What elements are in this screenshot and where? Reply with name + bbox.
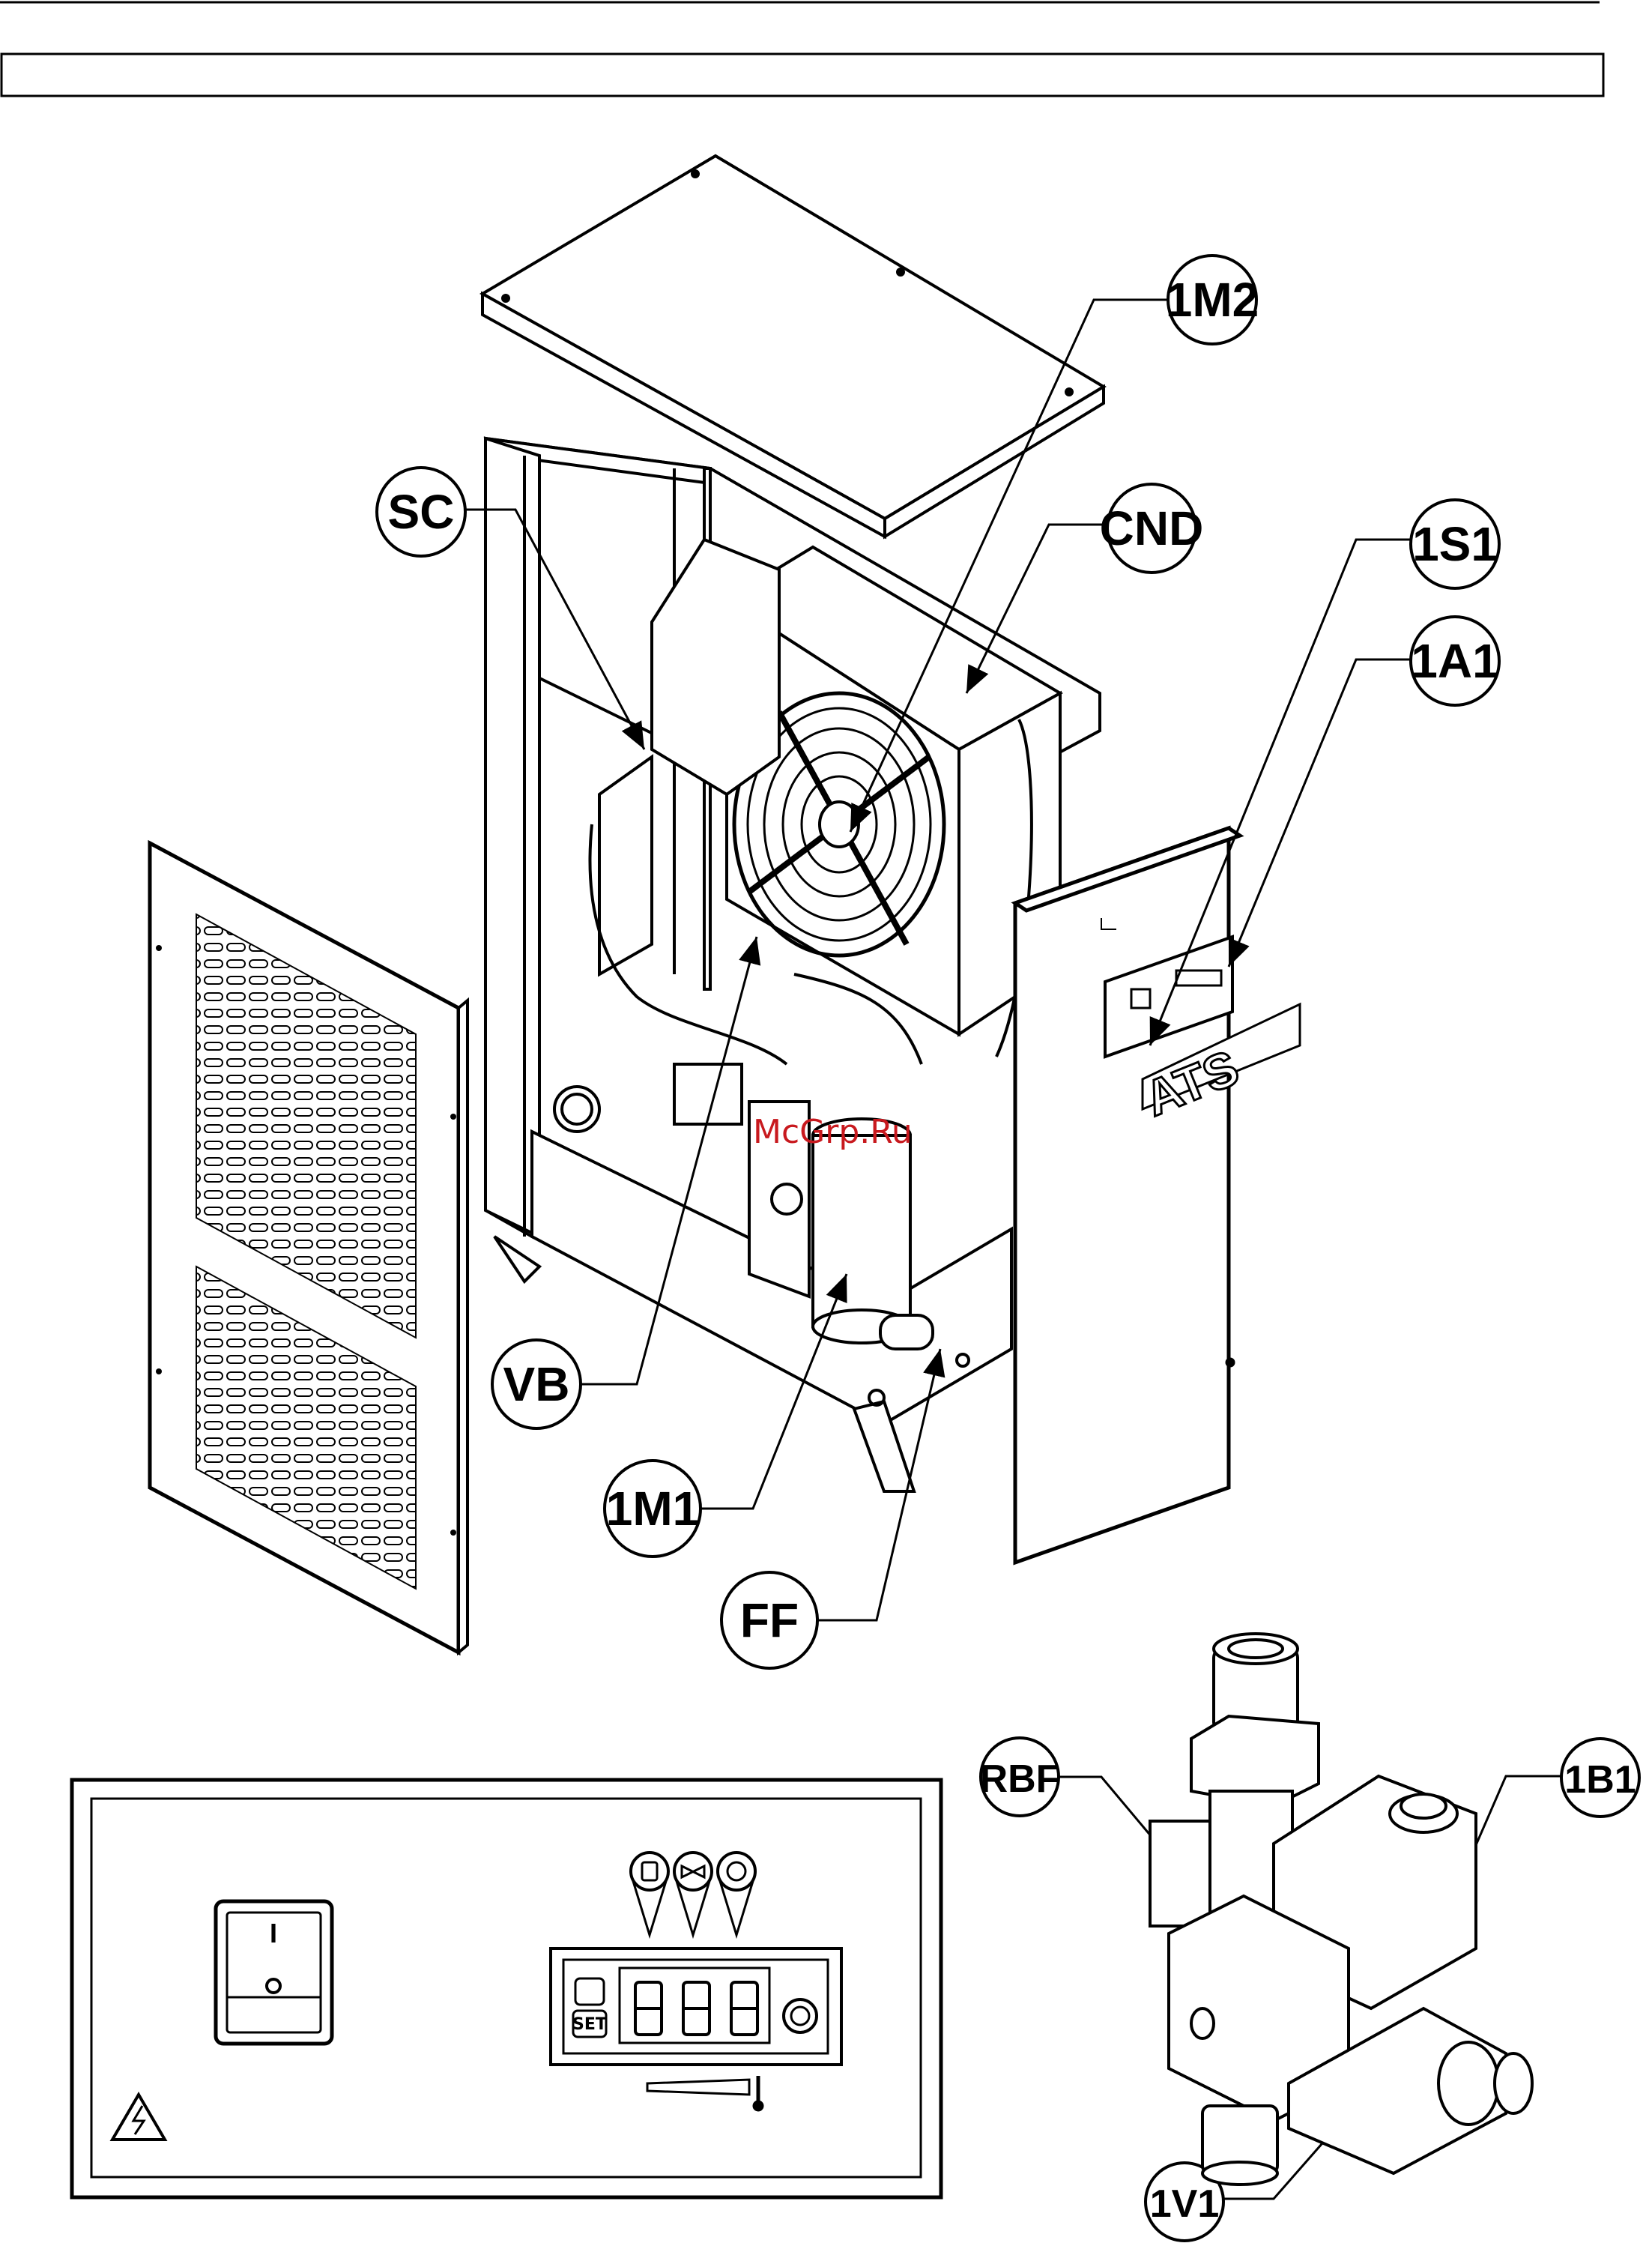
callout-1s1: 1S1 [1412, 517, 1498, 571]
callout-1b1: 1B1 [1564, 1758, 1636, 1802]
front-grille-panel [150, 843, 468, 1652]
power-icon[interactable] [784, 1999, 817, 2032]
title-box [1, 54, 1603, 96]
watermark: McGrp.Ru [753, 1113, 913, 1151]
callout-1v1: 1V1 [1150, 2182, 1220, 2226]
callout-sc: SC [388, 485, 455, 539]
set-button-label: SET [572, 2015, 607, 2034]
main-switch[interactable]: I [216, 1901, 332, 2044]
control-panel-detail: I [72, 1780, 941, 2197]
callout-rbf: RBF [980, 1757, 1060, 1801]
switch-on-label: I [270, 1918, 277, 1948]
side-door-panel [1015, 828, 1300, 1563]
switch-off-label [267, 1979, 280, 1993]
callout-vb: VB [503, 1357, 570, 1411]
callout-1m2: 1M2 [1166, 273, 1259, 327]
callout-ff: FF [740, 1593, 799, 1647]
callout-1a1: 1A1 [1411, 634, 1498, 688]
solenoid-drain-valve-assembly [1150, 1634, 1532, 2185]
callout-1m1: 1M1 [606, 1482, 700, 1536]
callout-cnd: CND [1100, 501, 1204, 555]
drain-button[interactable] [575, 1978, 604, 2005]
